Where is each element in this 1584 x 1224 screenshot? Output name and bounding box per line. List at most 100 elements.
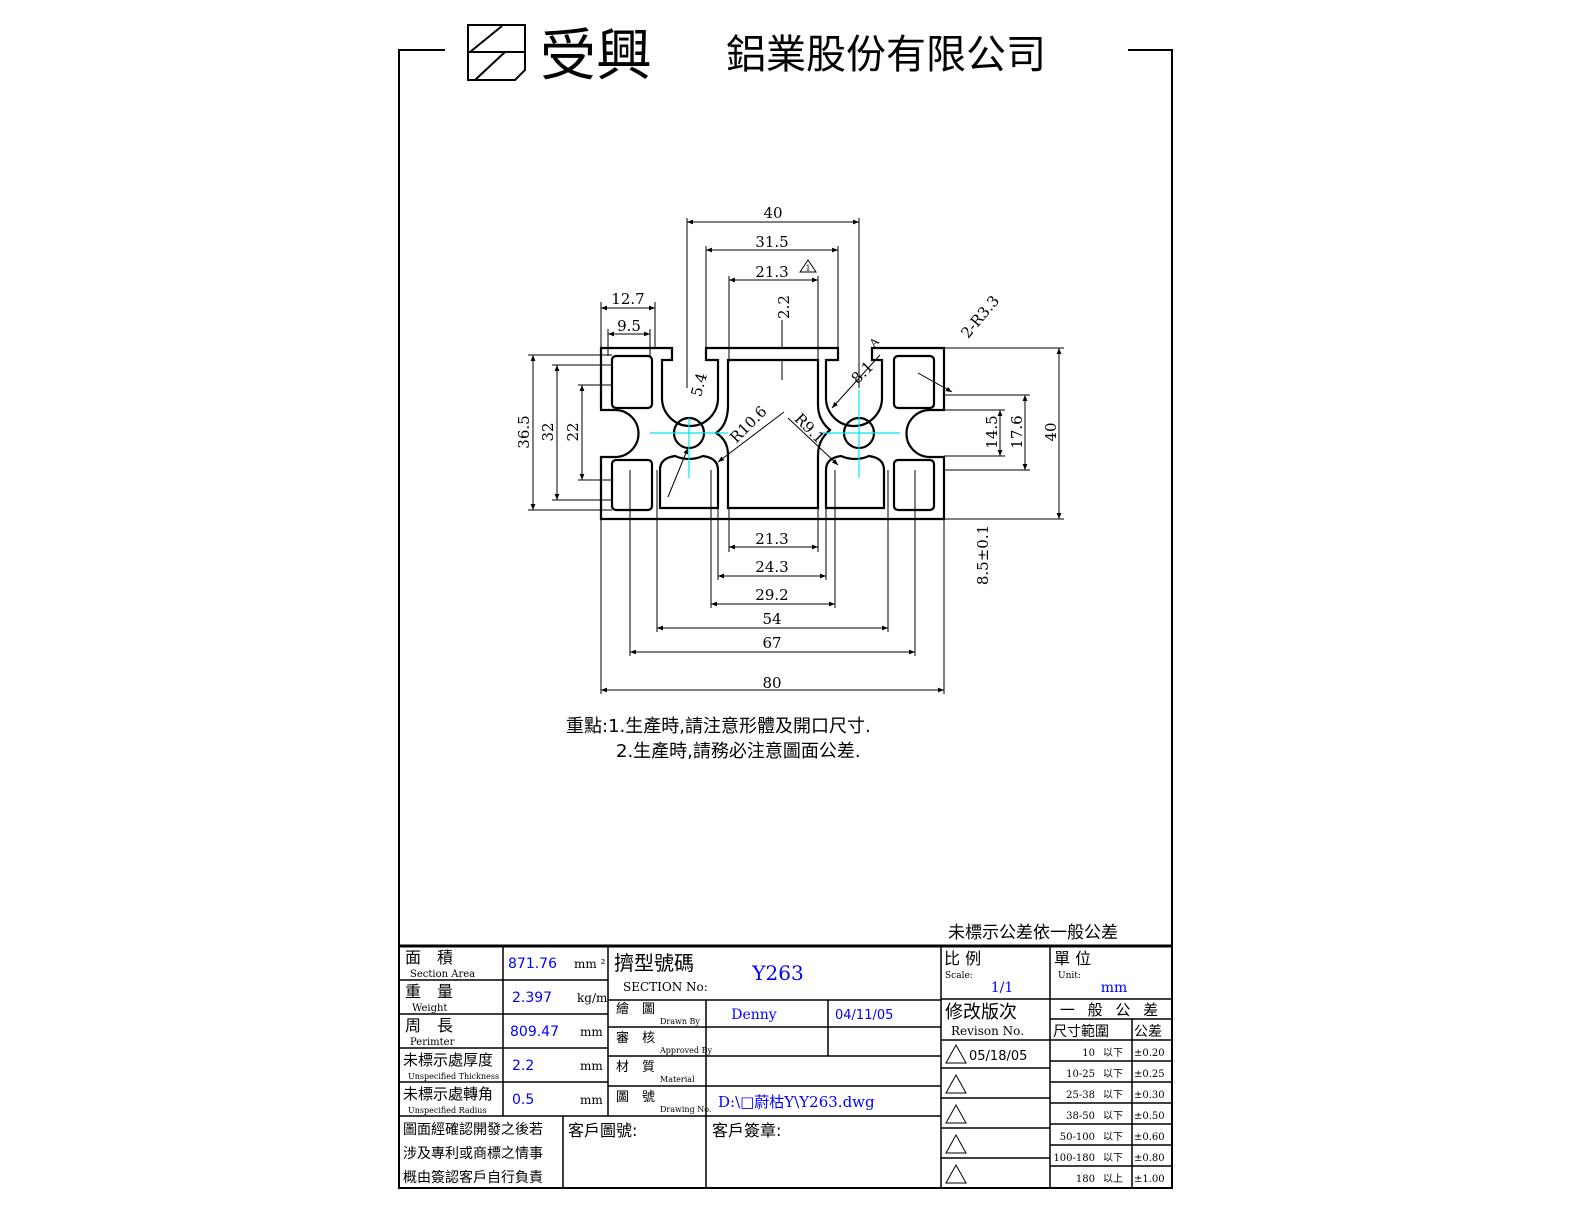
area-unit: mm ² (574, 957, 606, 971)
perimeter-sublabel: Perimter (410, 1037, 455, 1048)
dim-21-3-bottom: 21.3 (755, 530, 788, 548)
perimeter-value: 809.47 (510, 1024, 559, 1040)
tolerance-value: ±0.60 (1134, 1132, 1165, 1143)
thickness-value: 2.2 (512, 1058, 534, 1074)
tolerance-value: ±0.80 (1134, 1153, 1165, 1164)
dim-32: 32 (539, 422, 557, 441)
dim-r9-1: R9.1 (791, 410, 829, 448)
thickness-sublabel: Unspecified Thickness (408, 1072, 499, 1081)
note-line-2: 2.生產時,請務必注意圖面公差. (616, 741, 861, 762)
thickness-label: 未標示處厚度 (403, 1051, 493, 1069)
unit-sublabel: Unit: (1058, 971, 1081, 981)
weight-sublabel: Weight (412, 1003, 447, 1014)
drawn-sublabel: Drawn By (660, 1017, 700, 1026)
dim-67: 67 (762, 634, 781, 652)
sheet-frame (398, 49, 1173, 1189)
logo-text: 受興 (540, 24, 652, 89)
tolerance-note: 未標示公差依一般公差 (948, 923, 1118, 943)
perimeter-label: 周 長 (405, 1016, 453, 1035)
dim-8-5: 8.5±0.1 (974, 525, 992, 585)
dim-31-5: 31.5 (755, 233, 788, 251)
dim-2-2: 2.2 (775, 295, 793, 319)
tolerance-value: ±0.20 (1134, 1048, 1165, 1059)
customer-drawing-no-label: 客戶圖號: (568, 1121, 637, 1140)
weight-value: 2.397 (512, 990, 552, 1006)
dim-5-4: 5.4 (687, 371, 711, 399)
dim-9-5: 9.5 (617, 317, 641, 335)
section-number: Y263 (751, 961, 803, 985)
area-sublabel: Section Area (410, 969, 475, 980)
tolerance-condition: 以上 (1103, 1173, 1123, 1185)
tolerance-condition: 以下 (1103, 1153, 1123, 1164)
dim-14-5: 14.5 (983, 415, 1001, 448)
property-weight: 重 量 Weight 2.397 kg/m (405, 982, 608, 1014)
tolerance-condition: 以下 (1103, 1132, 1123, 1143)
approved-label: 審 核 (616, 1031, 655, 1046)
drawn-label: 繪 圖 (616, 1001, 655, 1017)
company-name: 鋁業股份有限公司 (726, 32, 1046, 78)
revision-sublabel: Revison No. (951, 1024, 1024, 1038)
disclaimer: 圖面經確認開發之後若 涉及專利或商標之情事 概由簽認客戶自行負責 (403, 1122, 543, 1186)
perimeter-unit: mm (580, 1025, 603, 1039)
dim-29-2: 29.2 (755, 586, 788, 604)
dim-40-right: 40 (1042, 422, 1060, 441)
tolerance-range: 100-180 (1053, 1153, 1095, 1164)
thickness-unit: mm (580, 1059, 603, 1073)
disclaimer-line: 概由簽認客戶自行負責 (403, 1169, 543, 1186)
area-value: 871.76 (508, 956, 557, 972)
tolerance-range: 10-25 (1066, 1069, 1095, 1080)
approved-sublabel: Approved By (659, 1046, 712, 1055)
dim-36-5: 36.5 (515, 415, 533, 448)
radius-label: 未標示處轉角 (403, 1085, 493, 1103)
dim-17-6: 17.6 (1008, 415, 1026, 448)
title-block-grid (399, 946, 1172, 1188)
tolerance-value-header: 公差 (1134, 1024, 1162, 1040)
material-label: 材 質 (616, 1060, 655, 1075)
profile-section (599, 346, 946, 521)
tolerance-range: 50-100 (1060, 1132, 1095, 1143)
tolerance-value: ±1.00 (1134, 1174, 1165, 1185)
dim-21-3-top: 21.3 (755, 263, 788, 281)
dim-22: 22 (564, 422, 582, 441)
disclaimer-line: 圖面經確認開發之後若 (403, 1122, 543, 1138)
property-thickness: 未標示處厚度 Unspecified Thickness 2.2 mm (403, 1051, 603, 1081)
dim-r10-6: R10.6 (726, 402, 770, 446)
scale-value: 1/1 (991, 980, 1014, 996)
area-label: 面 積 (405, 948, 453, 967)
tolerance-value: ±0.30 (1134, 1090, 1165, 1101)
section-label: 擠型號碼 (614, 951, 694, 975)
dim-2-r3-3: 2-R3.3 (957, 292, 1003, 342)
note-line-1: 重點:1.生產時,請注意形體及開口尺寸. (566, 716, 871, 737)
drawn-date: 04/11/05 (835, 1008, 893, 1023)
unit-value: mm (1101, 980, 1128, 996)
dim-54: 54 (762, 610, 781, 628)
section-sublabel: SECTION No: (623, 980, 708, 994)
dim-8-1: 8.1 (848, 358, 878, 388)
material-sublabel: Material (660, 1075, 695, 1084)
radius-sublabel: Unspecified Radius (408, 1106, 487, 1115)
tolerance-condition: 以下 (1103, 1048, 1123, 1059)
disclaimer-line: 涉及專利或商標之情事 (403, 1146, 543, 1162)
drawing-number: D:\□蔚枯Y\Y263.dwg (718, 1093, 875, 1111)
property-perimeter: 周 長 Perimter 809.47 mm (405, 1016, 603, 1048)
tolerance-value: ±0.50 (1134, 1111, 1165, 1122)
tolerance-range-header: 尺寸範圍 (1053, 1023, 1109, 1040)
revision-mark: 1 (805, 264, 810, 273)
tolerance-range: 180 (1076, 1174, 1095, 1185)
general-tolerance-title: 一 般 公 差 (1060, 1001, 1162, 1019)
tolerance-value: ±0.25 (1134, 1069, 1165, 1080)
dimension-labels: 40 31.5 21.3 2.2 12.7 9.5 36.5 32 22 40 … (515, 204, 1060, 692)
drawing-no-label: 圖 號 (616, 1090, 655, 1105)
revision-date: 05/18/05 (969, 1049, 1027, 1064)
dim-12-7: 12.7 (611, 290, 644, 308)
center-marks (650, 390, 900, 478)
drawn-by: Denny (731, 1007, 777, 1023)
unit-label: 單 位 (1054, 949, 1091, 968)
tolerance-range: 38-50 (1066, 1111, 1095, 1122)
revision-rows: 05/18/05 (945, 1043, 1027, 1184)
company-logo: 受興 (467, 24, 652, 89)
scale-sublabel: Scale: (945, 971, 973, 981)
revision-label: 修改版次 (945, 1002, 1017, 1023)
